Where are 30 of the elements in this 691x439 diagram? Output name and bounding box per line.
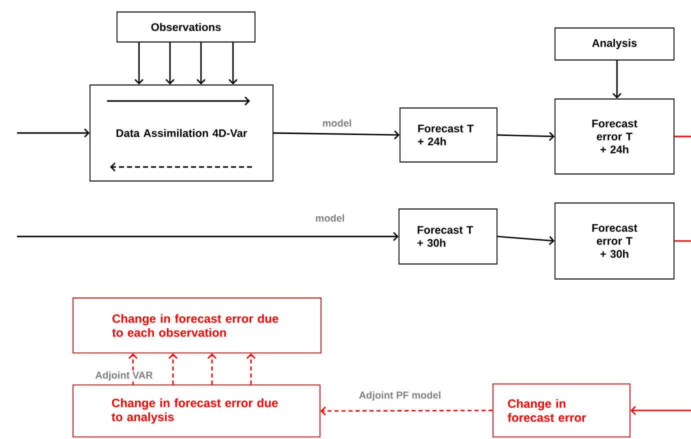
source-box: Observations [116,12,256,42]
error-box: Forecast error T + 30h [554,202,674,280]
error-box: Forecast error T + 24h [554,98,674,174]
arrow [17,128,90,138]
edge-label: Adjoint VAR [94,370,154,382]
result-box: Change in forecast error due to each observation [72,298,322,354]
arrow [228,42,238,85]
arrow [17,232,399,241]
forecast-box: Forecast T + 30h [398,208,498,264]
result-box: Change in forecast error [492,384,630,438]
arrow [320,406,493,416]
result-box: Change in forecast error due to analysis [72,384,320,438]
arrow [273,130,400,140]
edge-label: Adjoint PF model [358,390,442,402]
arrow [166,42,174,85]
arrow [208,353,216,385]
process-box: Data Assimilation 4D-Var [90,84,274,182]
arrow [196,42,206,85]
edge-label: model [321,118,353,128]
arrow [630,406,691,415]
forecast-box: Forecast T + 24h [400,108,498,162]
arrow [128,353,138,385]
arrow [497,132,555,141]
arrow [246,353,256,385]
arrow [168,353,178,385]
edge-label: model [314,213,346,223]
arrow [134,42,144,85]
source-box: Analysis [554,28,674,60]
arrow [612,60,622,99]
arrow [497,236,555,246]
